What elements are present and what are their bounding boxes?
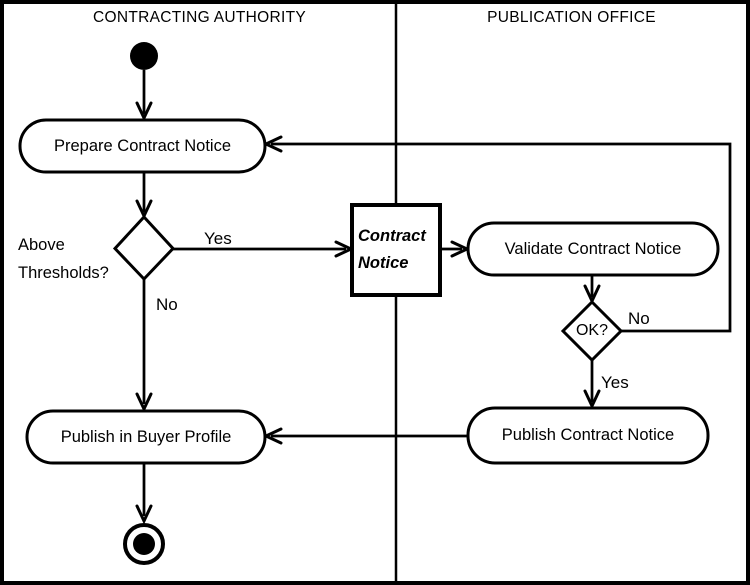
lane-header-contracting-authority: CONTRACTING AUTHORITY bbox=[93, 9, 306, 26]
edge-label-thresholds-no: No bbox=[156, 295, 178, 314]
publish-contract-notice-label: Publish Contract Notice bbox=[501, 426, 675, 444]
edge-label-ok-yes: Yes bbox=[601, 373, 629, 392]
initial-node bbox=[130, 42, 158, 70]
publish-contract-notice-node bbox=[466, 406, 710, 465]
arrowhead-into-prepare bbox=[135, 101, 153, 122]
arrowhead-into-publish-contract bbox=[583, 389, 601, 410]
thresholds-question-line1: Above bbox=[18, 236, 65, 254]
thresholds-question-label: Above Thresholds? bbox=[18, 231, 109, 287]
contract-notice-object-node bbox=[350, 203, 442, 297]
contract-notice-label: Contract Notice bbox=[352, 205, 440, 295]
validate-contract-notice-node bbox=[466, 221, 720, 277]
contract-notice-line1: Contract bbox=[358, 227, 426, 245]
ok-decision-label: OK? bbox=[575, 322, 608, 339]
edge-label-thresholds-yes: Yes bbox=[204, 229, 232, 248]
publish-in-buyer-profile-label: Publish in Buyer Profile bbox=[60, 427, 232, 446]
arrowhead-into-buyer-profile-top bbox=[135, 392, 153, 413]
prepare-contract-notice-node bbox=[18, 118, 267, 174]
prepare-contract-notice-label: Prepare Contract Notice bbox=[54, 136, 231, 155]
edge-label-ok-no: No bbox=[628, 309, 650, 328]
lane-header-publication-office: PUBLICATION OFFICE bbox=[487, 9, 656, 26]
thresholds-decision-diamond bbox=[112, 214, 176, 282]
thresholds-question-line2: Thresholds? bbox=[18, 264, 109, 282]
ok-decision-diamond bbox=[560, 299, 624, 363]
validate-contract-notice-label: Validate Contract Notice bbox=[504, 239, 682, 258]
arrowhead-into-final bbox=[135, 504, 153, 525]
flow-ok-no-feedback-to-prepare bbox=[271, 142, 732, 333]
contract-notice-line2: Notice bbox=[358, 254, 409, 272]
publish-in-buyer-profile-node bbox=[25, 409, 267, 465]
final-node-dot bbox=[133, 533, 155, 555]
